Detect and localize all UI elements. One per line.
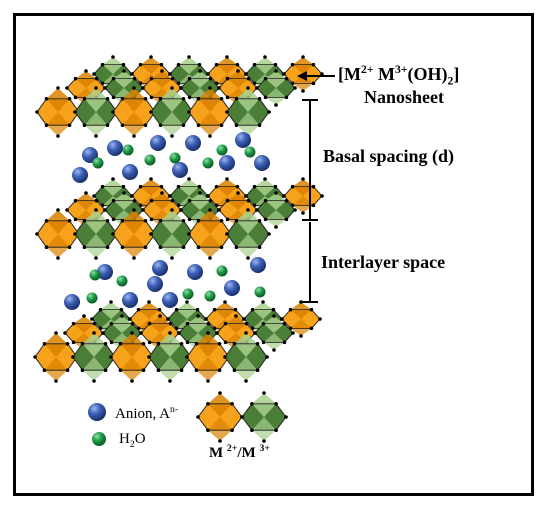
octahedron-back xyxy=(282,55,324,93)
nanosheet-layer xyxy=(35,177,324,260)
octahedron-front xyxy=(187,86,233,138)
anion-sphere xyxy=(219,155,235,171)
octahedron-front xyxy=(149,86,195,138)
octahedron-back xyxy=(280,300,322,338)
legend-anion-label: Anion, An- xyxy=(115,404,179,422)
water-sphere xyxy=(86,292,98,304)
anion-sphere xyxy=(97,264,113,280)
water-sphere xyxy=(122,144,134,156)
water-sphere xyxy=(169,152,181,164)
octahedron-front xyxy=(111,86,157,138)
octahedron-front xyxy=(35,86,81,138)
anion-sphere xyxy=(147,276,163,292)
anion-sphere xyxy=(224,280,240,296)
nanosheet-label: Nanosheet xyxy=(364,87,444,107)
anion-sphere xyxy=(254,155,270,171)
octahedron-mid xyxy=(253,314,295,352)
water-sphere xyxy=(216,265,228,277)
anion-sphere xyxy=(82,147,98,163)
octahedron-front xyxy=(223,331,269,383)
octahedron-front xyxy=(149,208,195,260)
legend-octahedron-orange xyxy=(196,391,244,443)
octahedron-icon xyxy=(196,391,288,443)
water-sphere xyxy=(216,144,228,156)
legend-octahedron-green xyxy=(240,391,288,443)
dimension-bar-icon xyxy=(302,99,318,303)
water-sphere xyxy=(244,146,256,158)
water-sphere xyxy=(92,157,104,169)
nanosheet-formula: [M2+ M3+(OH)2] xyxy=(338,63,460,88)
water-sphere xyxy=(116,275,128,287)
octahedron-front xyxy=(111,208,157,260)
octahedron-front xyxy=(35,208,81,260)
octahedron-front xyxy=(147,331,193,383)
arrow-left-icon xyxy=(297,71,335,81)
legend xyxy=(88,391,288,446)
octahedron-front xyxy=(73,208,119,260)
octahedron-front xyxy=(185,331,231,383)
anion-sphere xyxy=(172,162,188,178)
anion-sphere xyxy=(185,135,201,151)
anion-sphere xyxy=(250,257,266,273)
anion-sphere xyxy=(150,135,166,151)
octahedron-mid xyxy=(255,191,297,229)
nanosheet-layers xyxy=(33,55,324,383)
anion-sphere xyxy=(152,260,168,276)
water-sphere xyxy=(89,269,101,281)
anion-sphere xyxy=(64,294,80,310)
water-sphere xyxy=(144,154,156,166)
octahedron-back xyxy=(282,177,324,215)
water-sphere xyxy=(202,157,214,169)
anion-sphere xyxy=(235,132,251,148)
octahedron-front xyxy=(33,331,79,383)
water-sphere xyxy=(182,288,194,300)
water-sphere xyxy=(204,290,216,302)
nanosheet-layer xyxy=(35,55,324,138)
anion-sphere xyxy=(122,164,138,180)
nanosheet-layer xyxy=(33,300,322,383)
octahedron-front xyxy=(225,208,271,260)
anion-sphere xyxy=(187,264,203,280)
octahedron-front xyxy=(187,208,233,260)
basal-spacing-label: Basal spacing (d) xyxy=(323,146,455,166)
anion-sphere xyxy=(107,140,123,156)
water-sphere-icon xyxy=(92,432,106,446)
anion-sphere-icon xyxy=(88,403,106,421)
anion-sphere xyxy=(72,167,88,183)
octahedron-front xyxy=(109,331,155,383)
anion-sphere xyxy=(162,292,178,308)
interlayer-species xyxy=(64,132,270,310)
octahedron-front xyxy=(71,331,117,383)
interlayer-space-label: Interlayer space xyxy=(321,252,446,272)
octahedron-mid xyxy=(255,69,297,107)
legend-metal-label: M 2+/M 3+ xyxy=(209,443,270,461)
water-sphere xyxy=(254,286,266,298)
legend-water-label: H2O xyxy=(119,431,146,450)
anion-sphere xyxy=(122,292,138,308)
octahedron-front xyxy=(73,86,119,138)
